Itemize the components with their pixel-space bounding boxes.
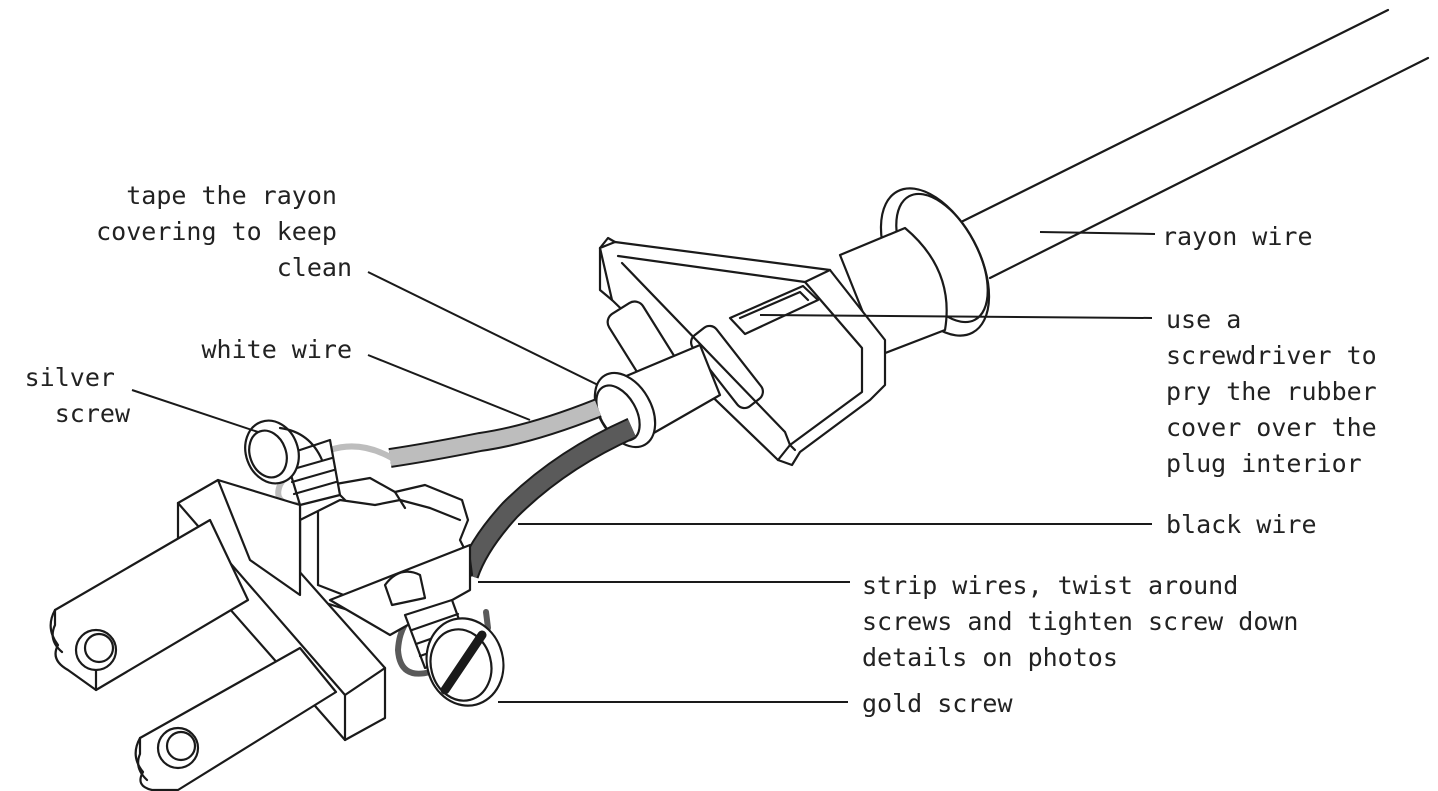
strain-relief-collar [838,187,991,357]
terminal-nub [383,570,427,607]
leader-tape [367,271,599,386]
label-tape: tape the rayon covering to keep clean [96,181,352,282]
labels: tape the rayon covering to keep clean wh… [25,181,1392,718]
gold-screw [403,598,505,707]
plug-body [176,476,474,742]
label-screwdriver: use a screwdriver to pry the rubber cove… [1166,305,1392,478]
leader-screwdriver [759,314,1153,319]
prong-upper [49,518,250,692]
pry-slot [728,284,820,336]
leader-silver-screw [131,389,259,433]
label-rayon-wire: rayon wire [1162,222,1313,251]
white-wire-fill [388,400,601,466]
leader-lines [131,231,1156,703]
black-wire-fill [459,419,636,579]
leader-white-wire [367,354,531,421]
label-silver-screw: silver screw [25,363,131,428]
label-strip: strip wires, twist around screws and tig… [862,571,1314,672]
prong-lower [134,646,338,791]
rayon-cord [953,8,1430,280]
silver-screw [244,419,342,507]
label-white-wire: white wire [201,335,352,364]
rubber-cover [598,236,887,467]
label-black-wire: black wire [1166,510,1317,539]
leader-rayon-wire [1039,231,1156,235]
label-gold-screw: gold screw [862,689,1013,718]
